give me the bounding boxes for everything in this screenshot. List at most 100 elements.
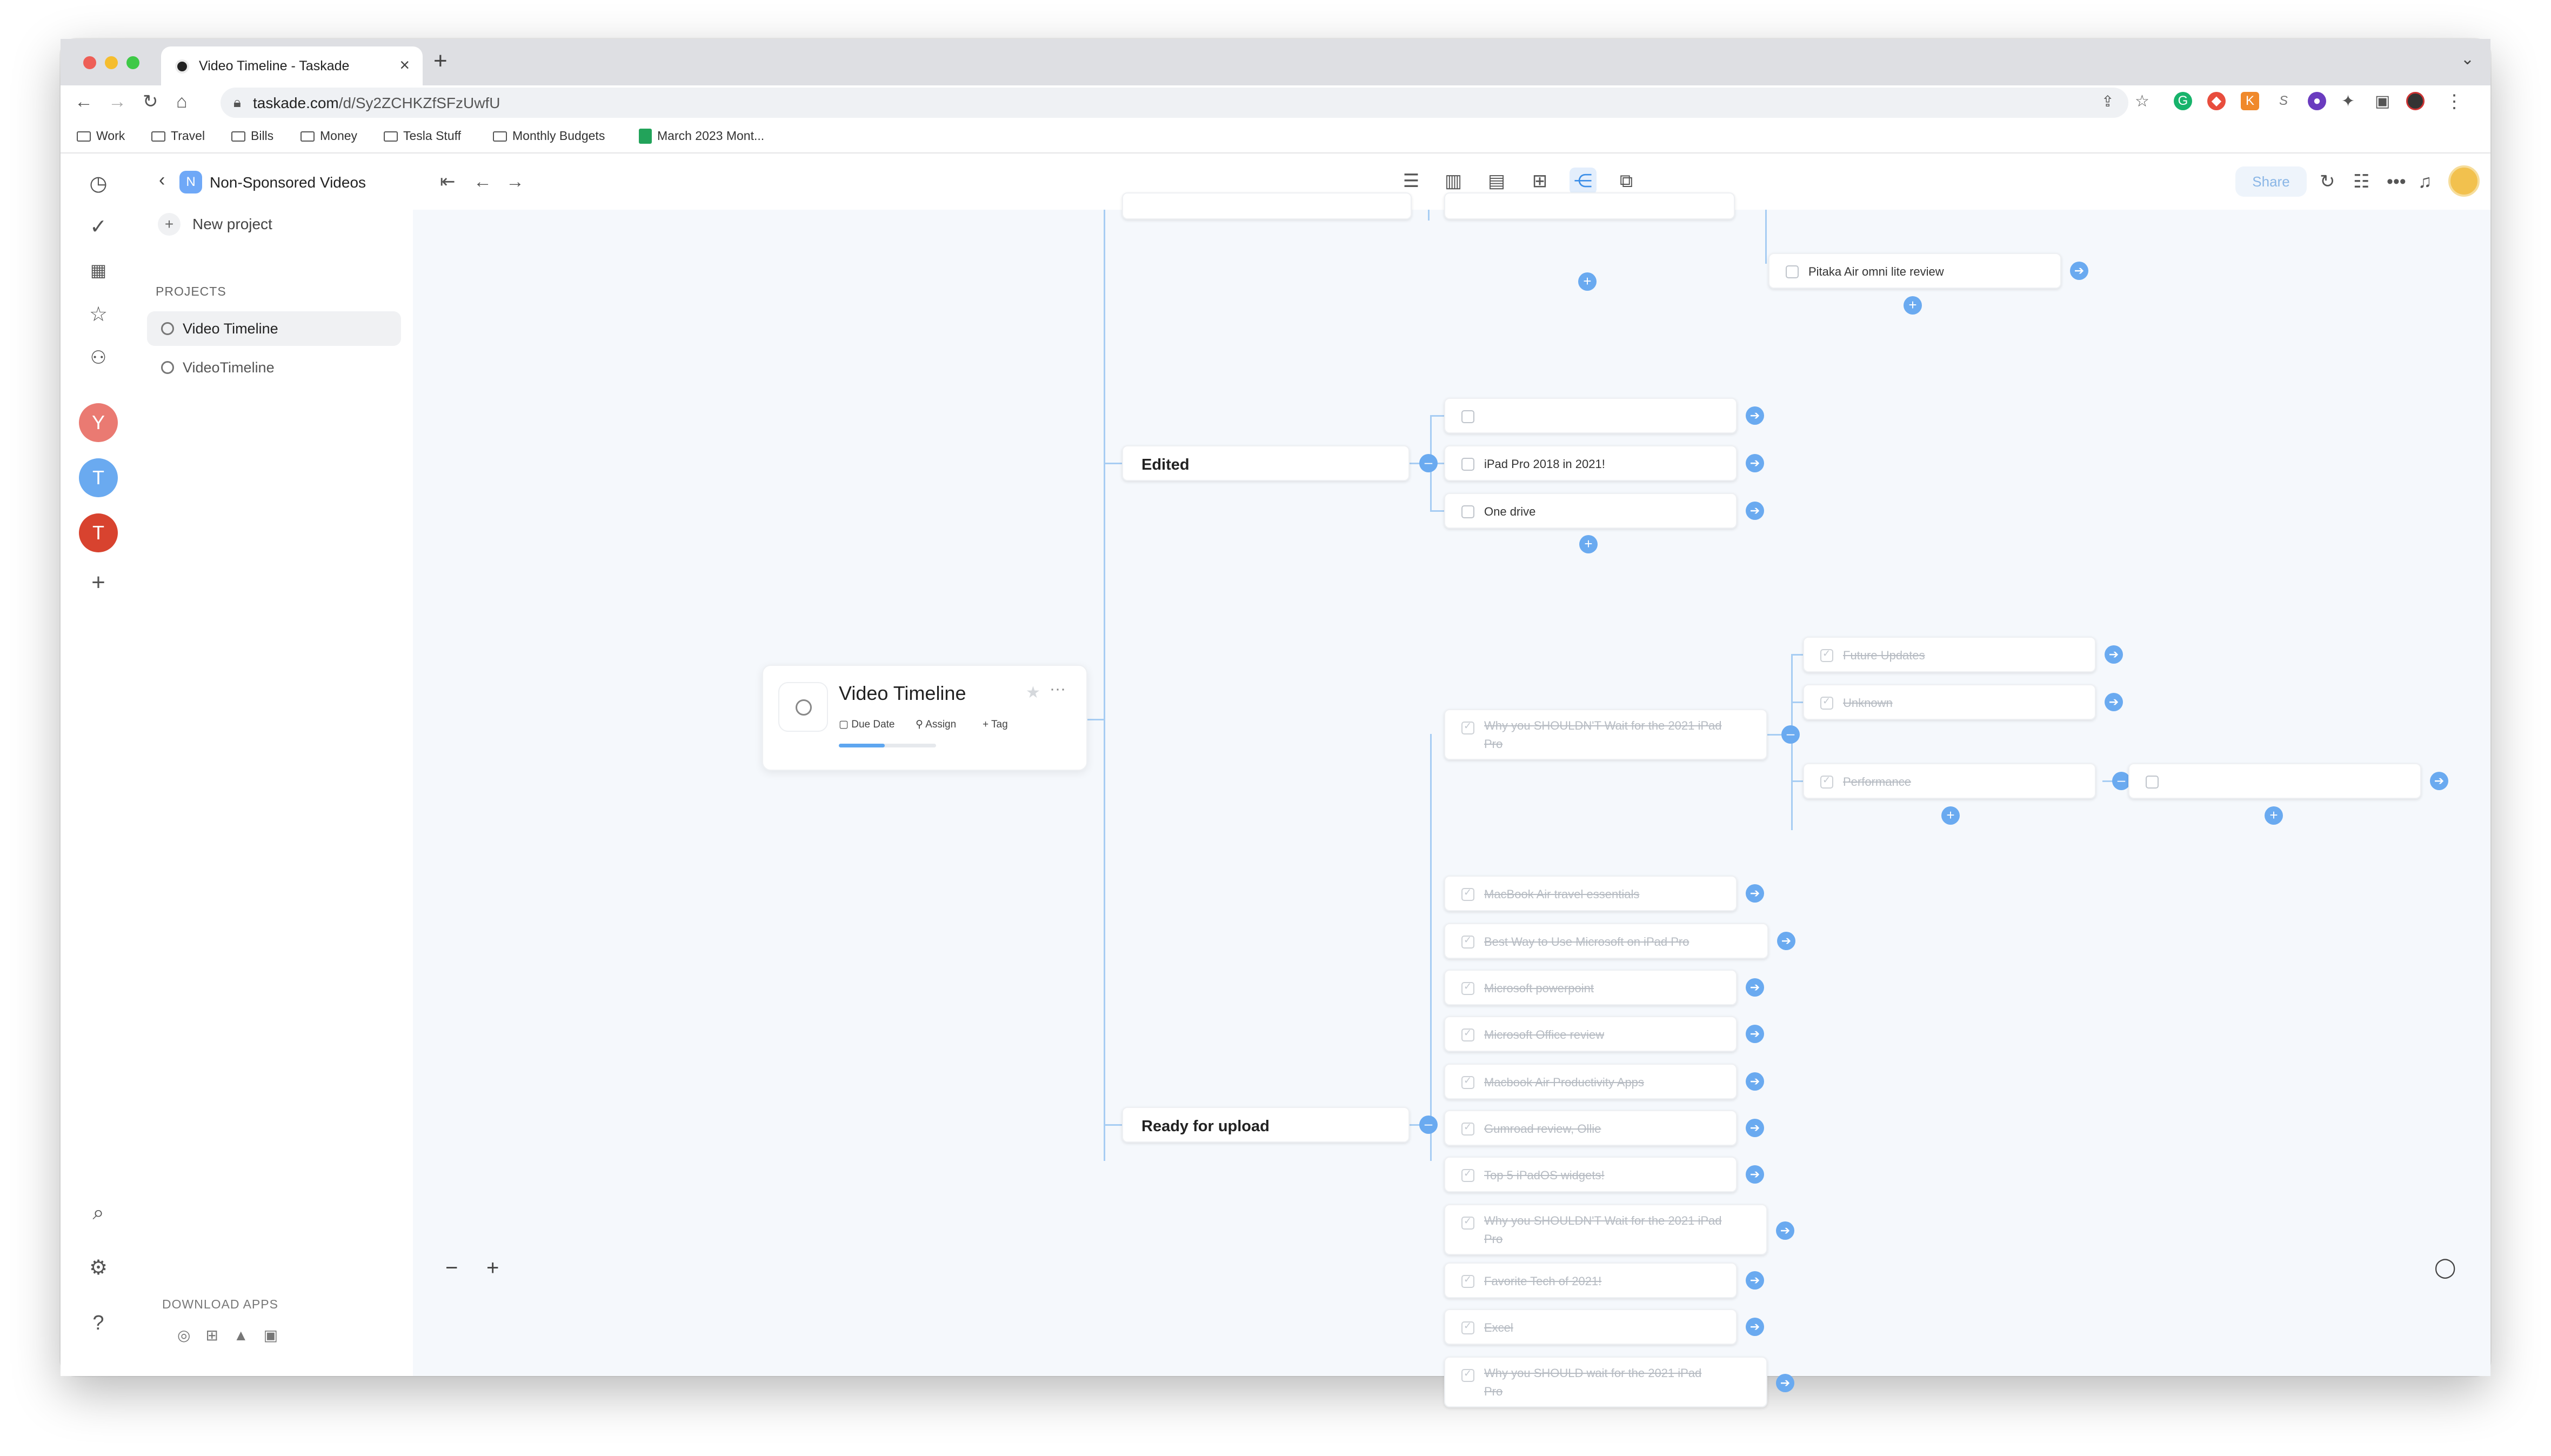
task-text[interactable]: One drive [1484,505,1536,518]
task-checkbox-checked[interactable] [1820,696,1833,710]
bookmark-monthly-budgets[interactable]: Monthly Budgets [493,129,605,143]
task-checkbox-checked[interactable] [1461,981,1474,995]
task-text[interactable]: MacBook Air travel essentials [1484,887,1640,901]
task-text[interactable]: Pitaka Air omni lite review [1808,265,1944,278]
open-task-button[interactable]: ➔ [1746,1318,1764,1336]
due-date-chip[interactable]: ▢ Due Date [839,719,895,730]
branch-ready-for-upload[interactable]: Ready for upload [1122,1107,1410,1143]
bookmark-work[interactable]: Work [77,129,125,143]
task-text[interactable]: Microsoft Office review [1484,1028,1605,1041]
task-text[interactable]: Why you SHOULDN'T Wait for the 2021 iPad… [1484,719,1722,751]
add-child-button[interactable]: + [2265,806,2283,825]
share-page-icon[interactable]: ⇪ [2101,93,2114,110]
home-icon[interactable]: ⌂ [176,91,188,112]
task-card-performance[interactable]: Performance [1803,763,2096,799]
more-options-icon[interactable]: ••• [2387,171,2406,192]
collapse-sidebar-icon[interactable]: ⇤ [440,171,456,192]
task-card-why-shouldnt-wait[interactable]: Why you SHOULDN'T Wait for the 2021 iPad… [1444,709,1767,760]
task-checkbox-checked[interactable] [1820,648,1833,662]
task-text[interactable]: Excel [1484,1321,1513,1334]
new-project-button[interactable]: +New project [158,213,272,236]
open-task-button[interactable]: ➔ [2430,772,2448,790]
task-text[interactable]: Why you SHOULDN'T Wait for the 2021 iPad… [1484,1214,1722,1246]
task-card-ipad2018[interactable]: iPad Pro 2018 in 2021! [1444,445,1737,481]
search-icon[interactable]: ⌕ [92,1201,104,1224]
branch-label[interactable]: Ready for upload [1141,1118,1270,1135]
tag-chip[interactable]: + Tag [983,719,1008,730]
task-card-unknown[interactable]: Unknown [1803,684,2096,720]
clock-icon[interactable]: ◷ [89,172,108,195]
bookmark-money[interactable]: Money [300,129,357,143]
task-card-macbook-apps[interactable]: Macbook Air Productivity Apps [1444,1064,1737,1099]
task-checkbox-checked[interactable] [1461,1121,1474,1136]
org-chart-view-icon[interactable]: ⧉ [1619,171,1633,191]
bookmark-star-icon[interactable]: ☆ [2135,92,2149,110]
open-task-button[interactable]: ➔ [1746,1271,1764,1290]
task-checkbox-checked[interactable] [1461,887,1474,901]
bookmark-march-2023[interactable]: March 2023 Mont... [639,129,764,144]
bookmark-travel[interactable]: Travel [151,129,205,143]
open-task-button[interactable]: ➔ [1746,978,1764,997]
zoom-window-button[interactable] [126,56,139,69]
task-checkbox[interactable] [1461,458,1474,471]
color-extension-icon[interactable]: ◆ [2207,92,2226,110]
task-checkbox-checked[interactable] [1461,1168,1474,1182]
help-icon[interactable]: ? [92,1312,104,1334]
task-card-blank[interactable] [1444,398,1737,433]
gear-icon[interactable]: ⚙ [89,1257,108,1279]
back-arrow-icon[interactable]: ← [473,171,492,192]
collapse-button[interactable]: – [1419,1116,1438,1134]
bell-icon[interactable]: ♫ [2418,171,2432,192]
task-text[interactable]: Why you SHOULD wait for the 2021 iPad Pr… [1484,1366,1702,1398]
people-icon[interactable]: ⚇ [90,348,107,368]
checklist-icon[interactable]: ☷ [2353,171,2370,192]
automation-icon[interactable]: ↻ [2320,171,2335,192]
task-checkbox-checked[interactable] [1461,1027,1474,1041]
branch-edited[interactable]: Edited [1122,445,1410,481]
star-icon[interactable]: ★ [1026,684,1040,702]
chrome-icon[interactable]: ◎ [177,1327,191,1344]
puzzle-extensions-icon[interactable]: ✦ [2341,92,2355,110]
task-text[interactable]: Favorite Tech of 2021! [1484,1274,1602,1288]
browser-tab[interactable]: Video Timeline - Taskade × [161,46,423,85]
task-checkbox-checked[interactable] [1461,1368,1474,1382]
collapse-button[interactable]: – [2112,772,2131,790]
task-text[interactable]: Future Updates [1843,649,1925,662]
new-tab-button[interactable]: + [433,48,448,74]
share-button[interactable]: Share [2235,166,2307,197]
root-title[interactable]: Video Timeline [839,682,966,704]
task-text[interactable]: Performance [1843,775,1911,789]
branch-label[interactable]: Edited [1141,456,1190,473]
list-view-icon[interactable]: ☰ [1403,171,1420,191]
task-checkbox-checked[interactable] [1461,720,1474,734]
sidebar-item-video-timeline[interactable]: Video Timeline [147,311,401,346]
open-task-button[interactable]: ➔ [1746,502,1764,520]
windows-icon[interactable]: ⊞ [205,1327,218,1344]
task-checkbox-checked[interactable] [1461,1274,1474,1288]
zoom-out-button[interactable]: − [445,1256,458,1280]
task-card-best-way[interactable]: Best Way to Use Microsoft on iPad Pro [1444,923,1768,959]
calendar-view-icon[interactable]: ▤ [1487,171,1506,191]
task-card-macbook-travel[interactable]: MacBook Air travel essentials [1444,876,1737,911]
assign-chip[interactable]: ⚲ Assign [916,719,957,730]
task-checkbox-checked[interactable] [1461,934,1474,949]
profile-avatar-icon[interactable] [2406,92,2425,110]
open-task-button[interactable]: ➔ [1746,1119,1764,1137]
task-checkbox[interactable] [1461,410,1474,423]
task-card-why-shouldnt-wait-2[interactable]: Why you SHOULDN'T Wait for the 2021 iPad… [1444,1204,1767,1255]
open-task-button[interactable]: ➔ [1746,1165,1764,1184]
task-text[interactable]: Best Way to Use Microsoft on iPad Pro [1484,935,1689,949]
orange-extension-icon[interactable]: K [2241,92,2259,110]
task-checkbox-checked[interactable] [1461,1215,1474,1230]
check-circle-icon[interactable]: ✓ [90,216,107,238]
task-card-ms-office[interactable]: Microsoft Office review [1444,1016,1737,1052]
task-card-gumroad[interactable]: Gumroad review, Ollie [1444,1110,1737,1146]
task-card-favorite-tech[interactable]: Favorite Tech of 2021! [1444,1263,1737,1298]
task-text[interactable]: Macbook Air Productivity Apps [1484,1076,1644,1089]
android-icon[interactable]: ▣ [263,1327,278,1344]
address-bar[interactable]: 🔒︎ taskade.com/d/Sy2ZCHKZfSFzUwfU [221,88,2128,118]
task-checkbox-checked[interactable] [1461,1075,1474,1089]
star-icon[interactable]: ☆ [89,303,108,326]
open-task-button[interactable]: ➔ [2105,693,2123,711]
task-checkbox-checked[interactable] [1461,1320,1474,1334]
